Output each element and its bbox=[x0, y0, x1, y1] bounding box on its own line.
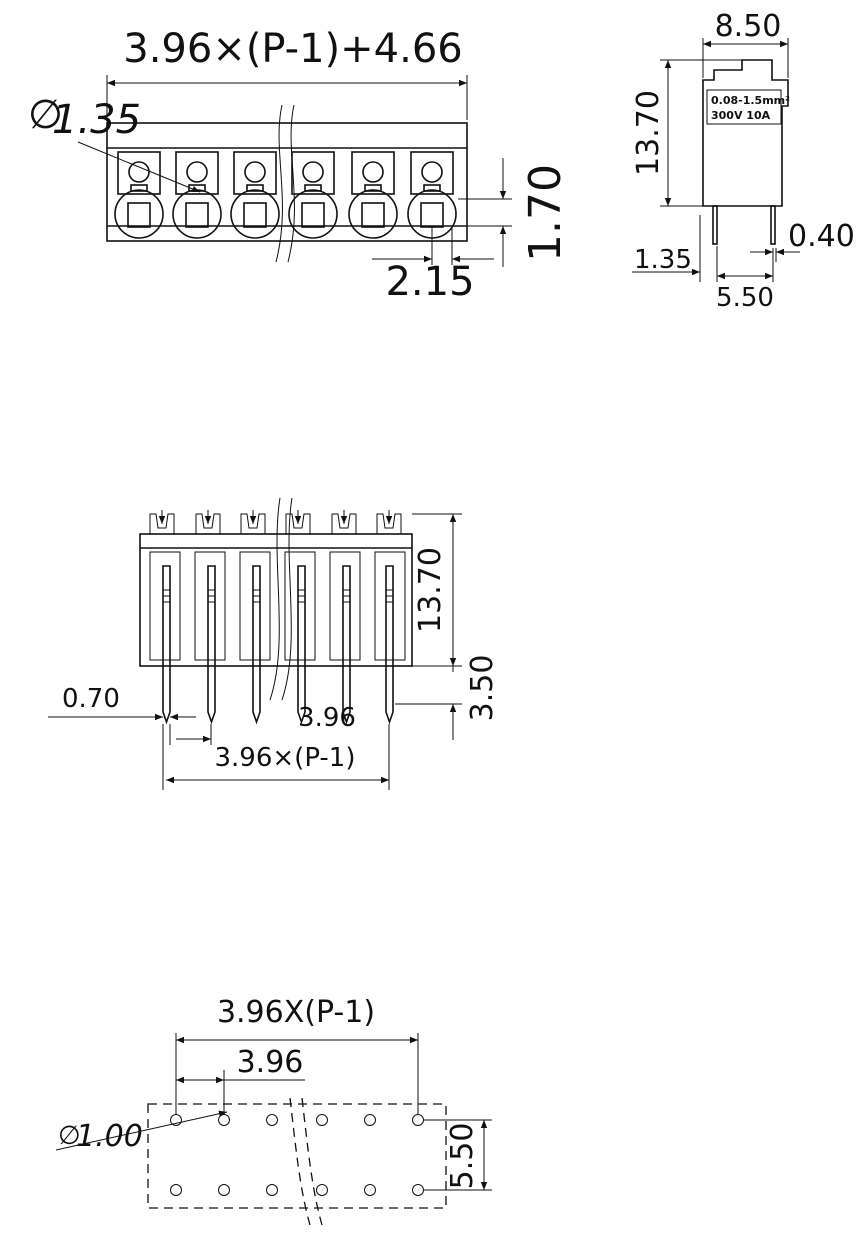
voltage-label: 300V 10A bbox=[711, 109, 771, 122]
hole-diameter-label: 1.35 bbox=[52, 97, 141, 143]
terminal-cell bbox=[114, 151, 164, 239]
pcb-holes bbox=[170, 1114, 424, 1196]
bottom-view: 13.70 3.50 0.70 3.96 3.96×(P-1) bbox=[48, 497, 500, 790]
pin-thickness-label: 0.40 bbox=[788, 219, 855, 254]
front-view: 3.96×(P-1)+4.66 bbox=[28, 26, 571, 305]
terminal-cell bbox=[348, 151, 398, 239]
pcb-row-spacing-label: 5.50 bbox=[445, 1123, 480, 1190]
side-height-label: 13.70 bbox=[631, 90, 666, 176]
span-label: 3.96×(P-1) bbox=[215, 743, 356, 773]
terminal-cell bbox=[230, 151, 280, 239]
terminal-cell bbox=[288, 151, 338, 239]
width-label: 8.50 bbox=[715, 9, 782, 44]
side-view: 0.08-1.5mm² 300V 10A 8.50 13.70 1.35 0.4… bbox=[631, 9, 855, 313]
pcb-pitch-label: 3.96 bbox=[237, 1045, 304, 1080]
pin-offset-label: 2.15 bbox=[385, 259, 474, 305]
bottom-height-label: 13.70 bbox=[413, 547, 448, 633]
break-line bbox=[275, 104, 283, 263]
overall-length-label: 3.96×(P-1)+4.66 bbox=[123, 26, 463, 72]
pin-length-label: 3.50 bbox=[465, 655, 500, 722]
terminal-cells bbox=[114, 151, 457, 239]
height-label: 1.70 bbox=[520, 164, 571, 262]
diameter-symbol: ∅ bbox=[28, 92, 63, 138]
terminal-cell bbox=[172, 151, 222, 239]
pin-width-label: 0.70 bbox=[62, 684, 120, 714]
pcb-diameter-symbol: ∅ bbox=[58, 1121, 81, 1151]
pcb-span-label: 3.96X(P-1) bbox=[217, 995, 375, 1030]
left-offset-label: 1.35 bbox=[634, 245, 692, 275]
pins bbox=[162, 565, 394, 725]
pcb-layout: 3.96X(P-1) 3.96 ∅ 1.00 5.50 bbox=[55, 995, 492, 1226]
rating-label: 0.08-1.5mm² bbox=[711, 94, 790, 107]
terminal-cell bbox=[407, 151, 457, 239]
pin-spacing-label: 5.50 bbox=[716, 283, 774, 313]
pitch-label: 3.96 bbox=[298, 703, 356, 733]
pcb-hole-diameter-label: 1.00 bbox=[76, 1119, 143, 1154]
